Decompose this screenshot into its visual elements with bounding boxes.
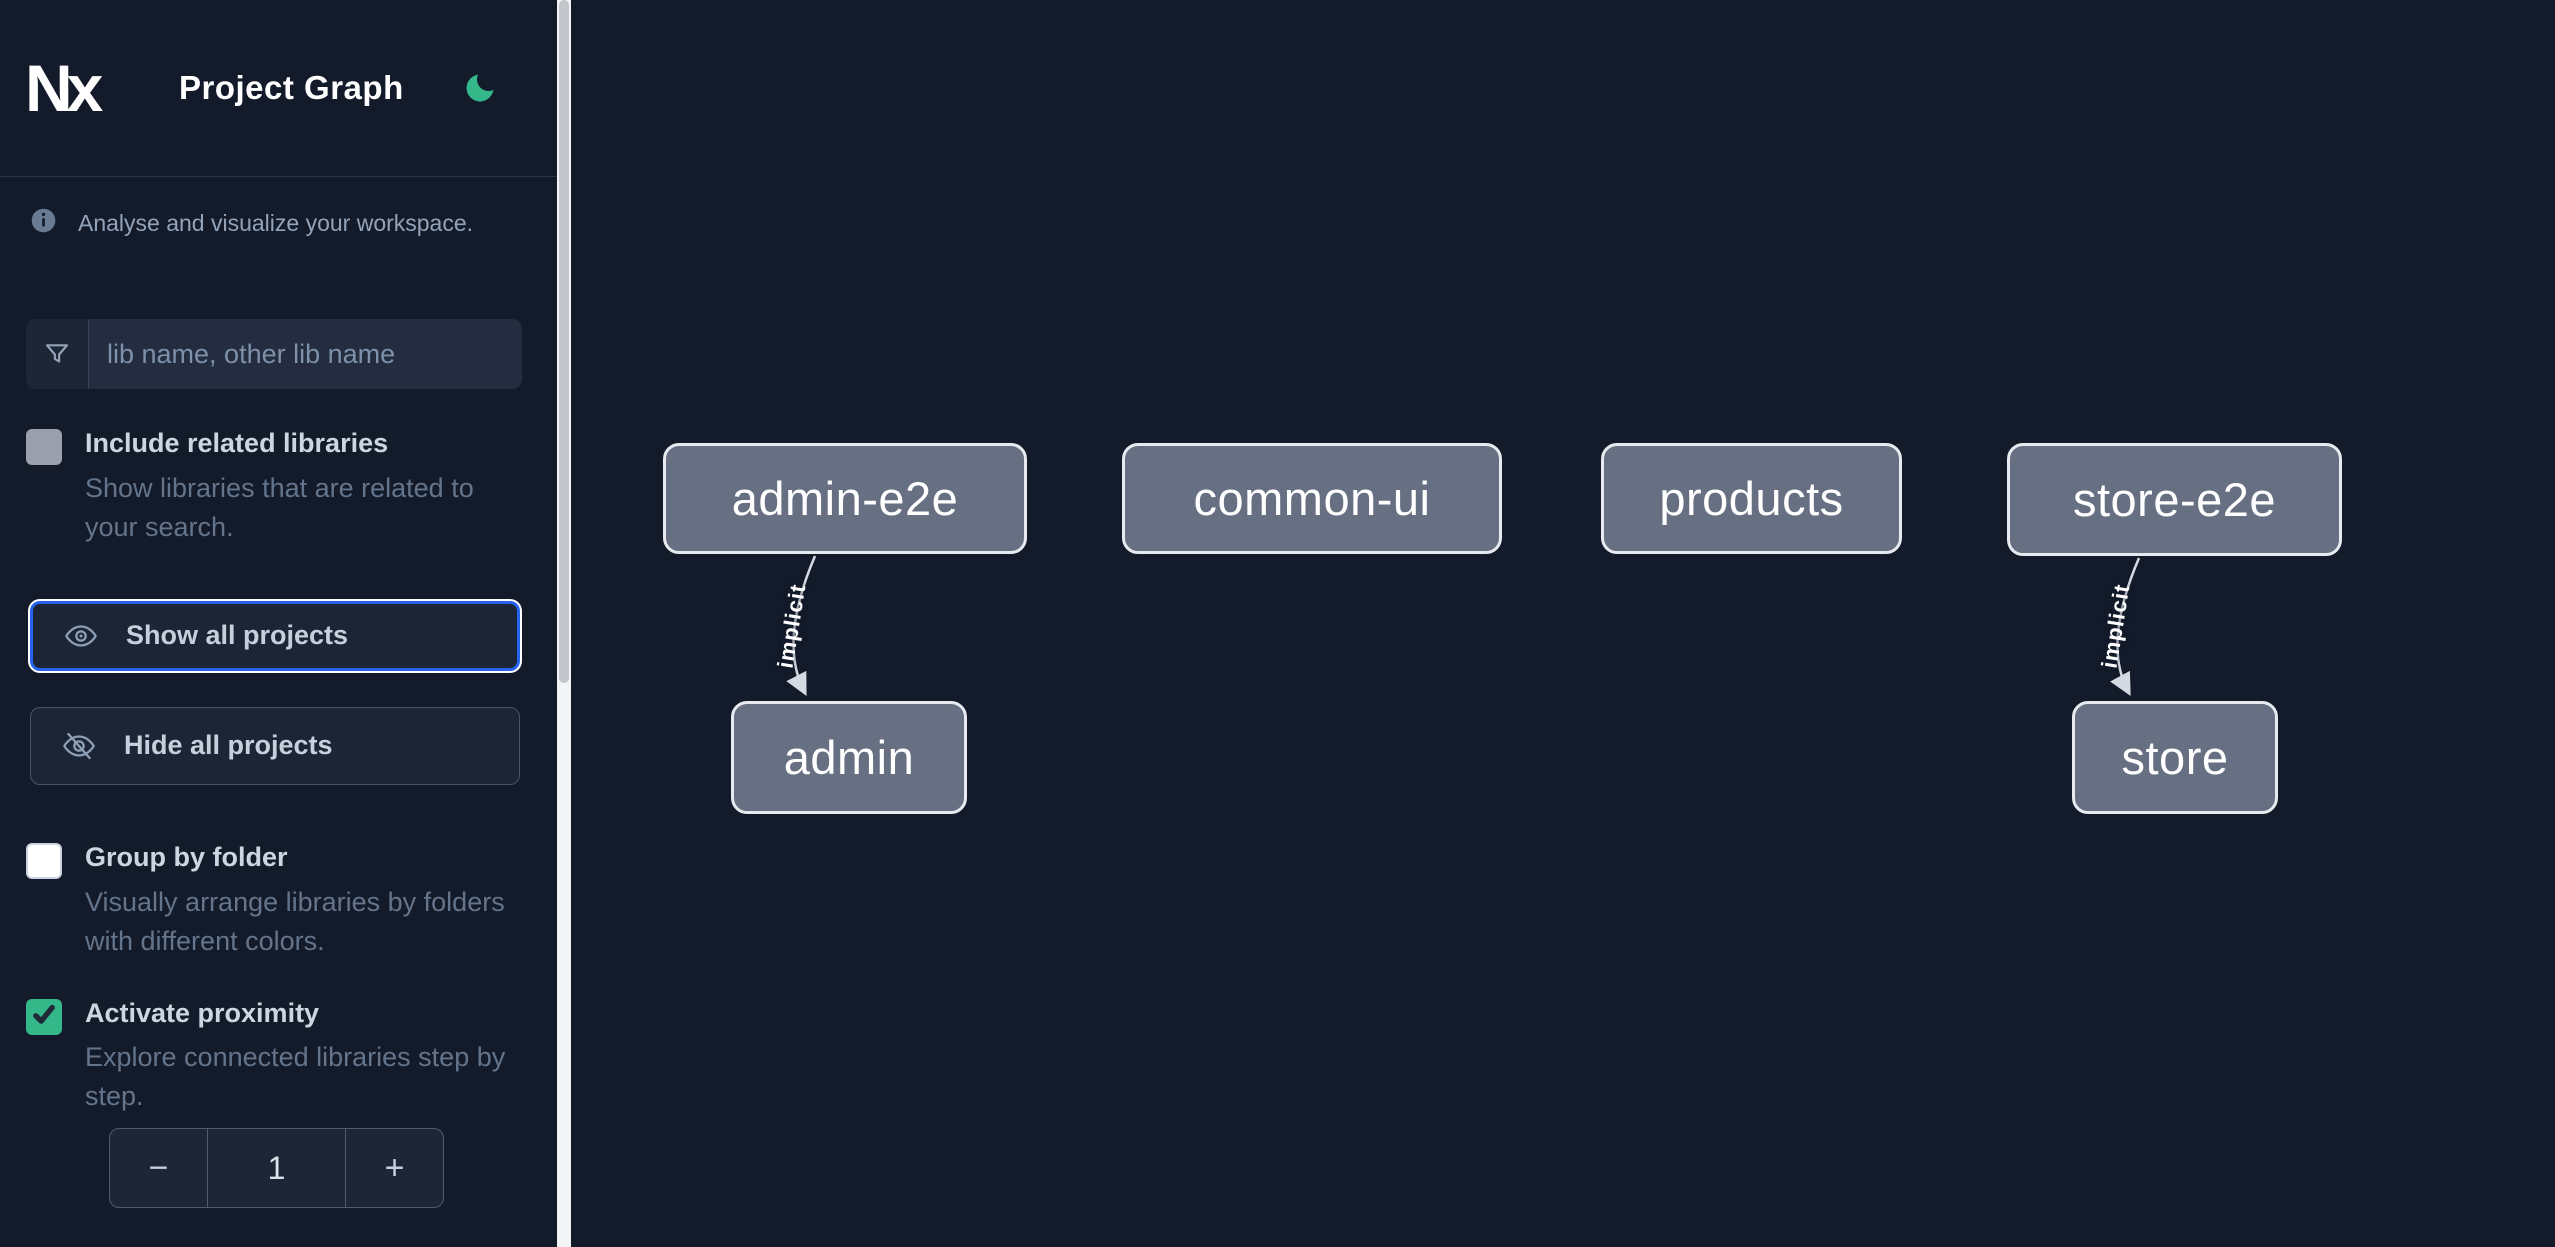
- search-box: [26, 319, 522, 389]
- stepper-value[interactable]: 1: [207, 1129, 345, 1208]
- group-by-folder-checkbox[interactable]: [26, 842, 62, 879]
- option-activate-proximity: Activate proximity Explore connected lib…: [26, 997, 531, 1117]
- activate-proximity-description: Explore connected libraries step by step…: [85, 1042, 506, 1112]
- include-related-description: Show libraries that are related to your …: [85, 472, 474, 542]
- hide-all-projects-button[interactable]: Hide all projects: [30, 706, 520, 785]
- graph-node-admin-e2e[interactable]: admin-e2e: [663, 443, 1027, 554]
- eye-slash-icon: [61, 728, 97, 764]
- info-text: Analyse and visualize your workspace.: [78, 209, 474, 236]
- graph-edges: [786, 555, 2141, 697]
- dark-mode-toggle-button[interactable]: [460, 66, 504, 110]
- hide-all-projects-label: Hide all projects: [124, 730, 333, 761]
- checkmark-icon: [30, 1000, 58, 1033]
- edge-store-e2e-store: [2110, 557, 2141, 696]
- decrement-button[interactable]: −: [110, 1129, 207, 1207]
- activate-proximity-label[interactable]: Activate proximity: [85, 997, 320, 1028]
- proximity-depth-stepper: − 1 +: [109, 1128, 444, 1209]
- eye-icon: [63, 618, 99, 654]
- include-related-checkbox[interactable]: [26, 429, 62, 465]
- group-by-folder-label[interactable]: Group by folder: [85, 841, 288, 872]
- option-group-by-folder: Group by folder Visually arrange librari…: [26, 841, 531, 961]
- include-related-label[interactable]: Include related libraries: [85, 428, 389, 458]
- activate-proximity-checkbox[interactable]: [26, 998, 62, 1035]
- option-include-related: Include related libraries Show libraries…: [26, 427, 531, 547]
- graph-node-common-ui[interactable]: common-ui: [1122, 443, 1502, 554]
- sidebar-scrollbar-track: [557, 0, 571, 1247]
- filter-funnel-icon: [26, 319, 89, 389]
- nx-logo: Nx: [25, 51, 103, 125]
- info-row: Analyse and visualize your workspace.: [30, 207, 531, 239]
- moon-icon: [463, 67, 501, 109]
- sidebar-header: Nx Project Graph: [0, 0, 557, 176]
- graph-node-store-e2e[interactable]: store-e2e: [2007, 443, 2342, 556]
- sidebar: Nx Project Graph Analyse a: [0, 0, 557, 1247]
- header-divider: [0, 176, 557, 177]
- group-by-folder-description: Visually arrange libraries by folders wi…: [85, 886, 505, 956]
- edge-admin-e2e-admin: [786, 555, 817, 697]
- sidebar-scrollbar-thumb[interactable]: [559, 0, 569, 683]
- show-all-projects-label: Show all projects: [126, 620, 349, 651]
- show-all-projects-button[interactable]: Show all projects: [30, 600, 520, 671]
- increment-button[interactable]: +: [345, 1129, 443, 1208]
- page-title: Project Graph: [179, 69, 404, 106]
- info-icon: [30, 207, 57, 239]
- graph-node-store[interactable]: store: [2072, 701, 2278, 814]
- graph-node-products[interactable]: products: [1601, 443, 1902, 554]
- search-input[interactable]: [89, 319, 522, 389]
- graph-node-admin[interactable]: admin: [731, 701, 967, 814]
